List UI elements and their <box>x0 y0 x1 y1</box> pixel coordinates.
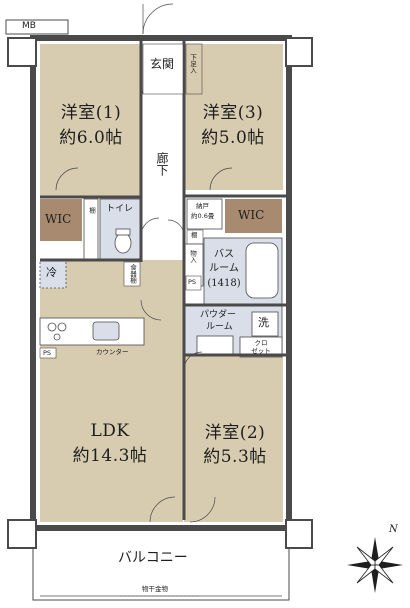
stove-burner-3 <box>53 333 61 341</box>
wic-left-fill <box>40 199 82 241</box>
kitchen-counter <box>39 317 145 346</box>
hall-label: 廊下 <box>155 152 169 176</box>
ldk-name: LDK <box>90 421 130 441</box>
sink <box>92 321 120 341</box>
getabako <box>185 43 203 95</box>
nando-size: 約0.6畳 <box>191 212 215 220</box>
bedroom1-fill <box>40 44 141 196</box>
genkan-area <box>142 43 184 95</box>
door-swings <box>55 3 233 523</box>
bathtub <box>245 242 279 299</box>
ps-kitchen-box <box>39 347 57 359</box>
monoire-label: 物入 <box>188 250 197 263</box>
nando-box <box>186 198 223 230</box>
toilet-tank <box>115 228 131 236</box>
washer-label: 洗 <box>258 316 269 329</box>
pillar-top-right <box>285 37 313 67</box>
bedroom3-name: 洋室(3) <box>202 103 264 123</box>
pillar-bottom-right <box>285 519 313 549</box>
mb-box <box>5 19 69 35</box>
counter-label: カウンター <box>96 348 129 356</box>
stove-burner-2 <box>57 322 67 332</box>
wic-left-label: WIC <box>45 212 72 226</box>
ldk-fill <box>40 260 183 522</box>
washer-box <box>251 311 279 337</box>
bath-label-2: ルーム <box>209 263 239 274</box>
getabako-label: 下足入 <box>188 54 197 74</box>
bedroom2-fill <box>184 355 283 522</box>
closet-label-1: クロ <box>254 339 268 347</box>
closet-box <box>239 336 283 358</box>
bath-label-1: バス <box>214 249 234 260</box>
shokki-box <box>123 261 141 287</box>
bath-size: (1418) <box>207 278 241 289</box>
closet-label-2: ゼット <box>251 347 271 355</box>
bedroom2-size: 約5.3帖 <box>203 447 267 467</box>
north-arrow-icon <box>347 537 403 593</box>
powder-label-1: パウダー <box>200 310 237 320</box>
shelf-right-label: 棚 <box>191 231 198 239</box>
ps-bath-box <box>185 275 202 291</box>
stove-burner-1 <box>47 322 57 332</box>
powder-label-2: ルーム <box>206 322 233 332</box>
pillar-bottom-left <box>7 519 37 549</box>
bedroom1-name: 洋室(1) <box>60 103 122 123</box>
fridge-label: 冷 <box>46 266 57 279</box>
genkan-label: 玄関 <box>150 57 175 71</box>
toilet-bowl <box>114 232 132 254</box>
bedroom3-size: 約5.0帖 <box>201 128 265 148</box>
ps-kitchen-label: PS <box>43 349 52 357</box>
ldk-size: 約14.3帖 <box>72 446 148 466</box>
nando-label: 納戸 <box>196 202 209 210</box>
interior-walls <box>40 38 286 520</box>
toilet-label: トイレ <box>106 204 134 214</box>
north-label: N <box>389 524 398 535</box>
ps-bath-label: PS <box>188 278 197 286</box>
pillar-top-left <box>7 37 37 67</box>
wic-right-fill <box>225 199 282 233</box>
shokki-label: 食器棚 <box>128 264 137 284</box>
bedroom2-name: 洋室(2) <box>204 423 266 443</box>
balcony-label: バルコニー <box>118 550 188 566</box>
balcony <box>32 527 290 601</box>
mb-label: MB <box>22 21 36 31</box>
laundry-pole-label: 物干金物 <box>142 585 168 593</box>
shelf-left-label: 棚 <box>87 207 96 214</box>
bedroom1-size: 約6.0帖 <box>59 128 123 148</box>
wic-right-label: WIC <box>238 208 265 222</box>
vanity <box>196 335 234 355</box>
